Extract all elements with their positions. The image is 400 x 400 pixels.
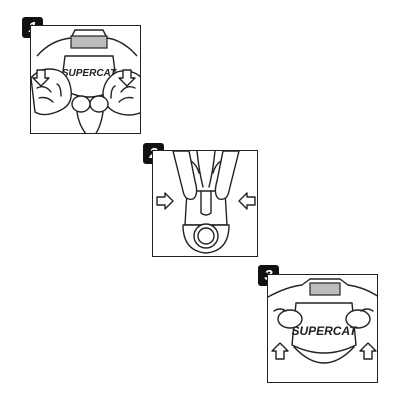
brand-logo: SUPERCAT	[291, 324, 358, 338]
collar-top	[309, 282, 341, 296]
step-1-panel: SUPERCAT	[30, 25, 141, 134]
arrow-down-icon	[118, 69, 136, 87]
arrow-up-icon	[359, 342, 377, 360]
arrow-right-icon	[156, 192, 174, 210]
collar-top	[70, 35, 108, 49]
step-3-panel: SUPERCAT	[267, 274, 378, 383]
arrow-left-icon	[238, 192, 256, 210]
hand-icon	[277, 309, 303, 329]
step-3-illustration: SUPERCAT	[268, 278, 377, 364]
hand-icon	[214, 151, 240, 201]
step-2-illustration	[156, 151, 256, 254]
brand-logo: SUPERCAT	[62, 68, 117, 79]
step-1-illustration: SUPERCAT	[31, 29, 140, 133]
hand-icon	[345, 309, 371, 329]
finger	[89, 95, 109, 113]
arrow-down-icon	[32, 69, 50, 87]
arrow-up-icon	[271, 342, 289, 360]
hand-icon	[172, 151, 198, 201]
finger	[71, 95, 91, 113]
collar-bib	[291, 302, 357, 354]
step-2-panel	[152, 150, 258, 257]
